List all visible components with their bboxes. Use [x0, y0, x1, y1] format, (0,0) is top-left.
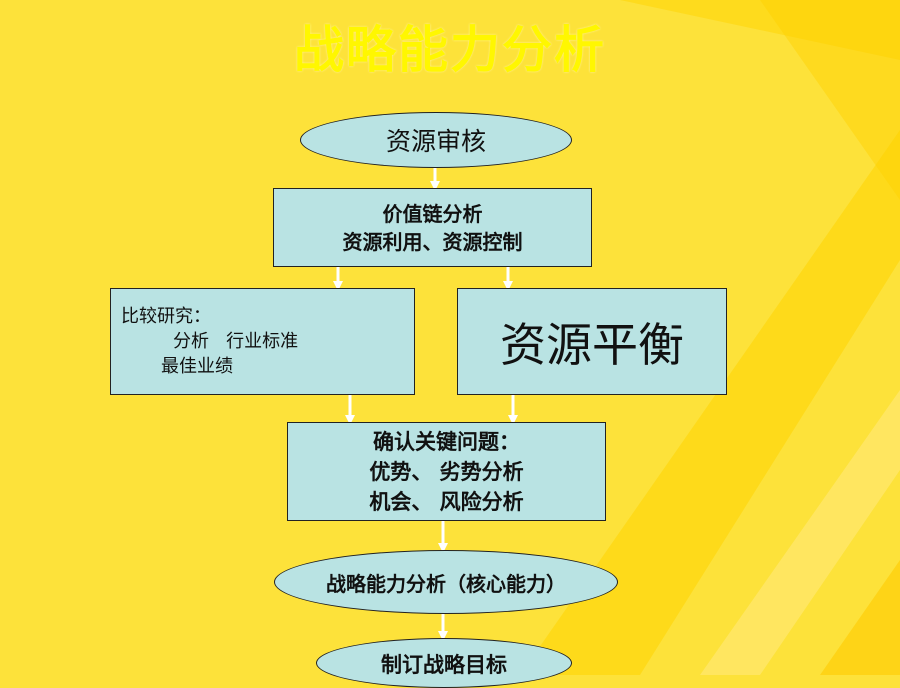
node-key-issues-line2: 优势、 劣势分析 — [369, 459, 524, 484]
node-comparative-line3: 最佳业绩 — [161, 356, 233, 377]
node-value-chain-line2: 资源利用、资源控制 — [342, 229, 523, 254]
node-comparative-study: 比较研究： 分析 行业标准 最佳业绩 — [110, 288, 415, 395]
node-set-objectives-label: 制订战略目标 — [381, 653, 507, 677]
node-core-competence: 战略能力分析（核心能力） — [274, 550, 618, 614]
node-value-chain-line1: 价值链分析 — [382, 201, 483, 226]
node-key-issues-line3: 机会、 风险分析 — [369, 489, 524, 514]
node-resource-audit: 资源审核 — [300, 112, 572, 168]
slide-title: 战略能力分析 — [294, 21, 606, 79]
node-resource-balance: 资源平衡 — [457, 288, 727, 395]
node-comparative-line1: 比较研究： — [121, 306, 211, 327]
node-resource-balance-label: 资源平衡 — [500, 317, 684, 372]
node-set-objectives: 制订战略目标 — [316, 638, 572, 688]
node-comparative-line2: 分析 行业标准 — [173, 331, 299, 352]
node-core-competence-label: 战略能力分析（核心能力） — [326, 571, 566, 596]
node-key-issues-line1: 确认关键问题： — [373, 429, 520, 454]
node-resource-audit-label: 资源审核 — [385, 127, 486, 156]
node-value-chain: 价值链分析 资源利用、资源控制 — [273, 188, 592, 267]
node-key-issues: 确认关键问题： 优势、 劣势分析 机会、 风险分析 — [287, 422, 606, 521]
